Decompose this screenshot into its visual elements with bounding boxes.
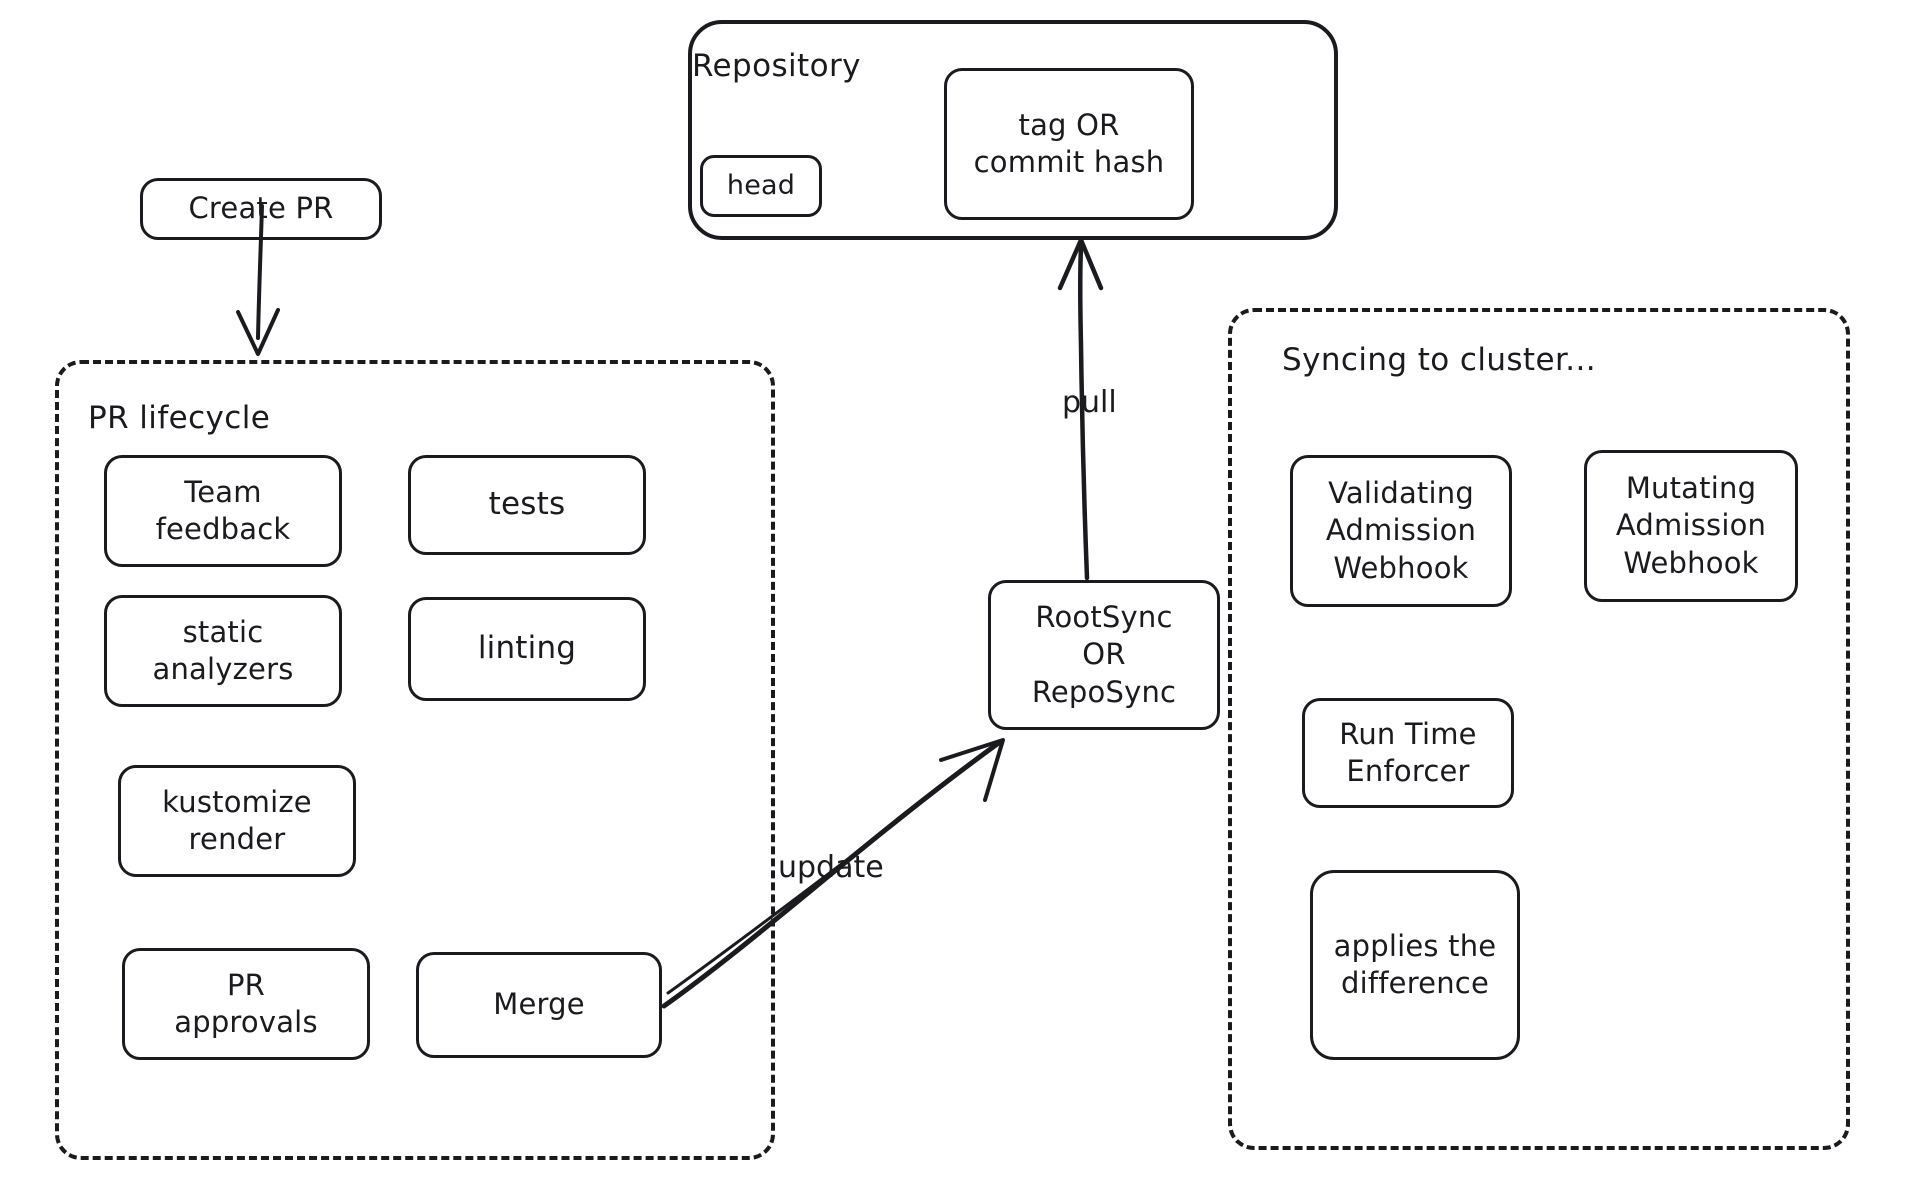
edge-merge-to-rootsync	[661, 738, 1005, 1009]
edge-create-pr-to-pr-lifecycle	[236, 204, 280, 356]
node-team-feedback[interactable]: Team feedback	[104, 455, 342, 567]
node-create-pr[interactable]: Create PR	[140, 178, 382, 240]
group-repository	[688, 20, 1338, 240]
repository-title: Repository	[692, 48, 861, 84]
node-tests[interactable]: tests	[408, 455, 646, 555]
pr-lifecycle-title: PR lifecycle	[88, 400, 271, 436]
node-applies-the-difference[interactable]: applies the difference	[1310, 870, 1520, 1060]
node-run-time-enforcer[interactable]: Run Time Enforcer	[1302, 698, 1514, 808]
edge-label-update: update	[778, 850, 884, 885]
edge-label-pull: pull	[1062, 385, 1117, 420]
node-linting[interactable]: linting	[408, 597, 646, 701]
node-tag-or-commit-hash[interactable]: tag OR commit hash	[944, 68, 1194, 220]
node-merge[interactable]: Merge	[416, 952, 662, 1058]
node-rootsync-or-reposync[interactable]: RootSync OR RepoSync	[988, 580, 1220, 730]
group-pr-lifecycle	[55, 360, 775, 1160]
node-mutating-admission-webhook[interactable]: Mutating Admission Webhook	[1584, 450, 1798, 602]
node-pr-approvals[interactable]: PR approvals	[122, 948, 370, 1060]
node-head[interactable]: head	[700, 155, 822, 217]
node-kustomize-render[interactable]: kustomize render	[118, 765, 356, 877]
edge-rootsync-to-repository	[1057, 237, 1104, 581]
node-validating-admission-webhook[interactable]: Validating Admission Webhook	[1290, 455, 1512, 607]
group-syncing-to-cluster	[1228, 308, 1850, 1150]
node-static-analyzers[interactable]: static analyzers	[104, 595, 342, 707]
syncing-to-cluster-title: Syncing to cluster...	[1282, 342, 1597, 378]
